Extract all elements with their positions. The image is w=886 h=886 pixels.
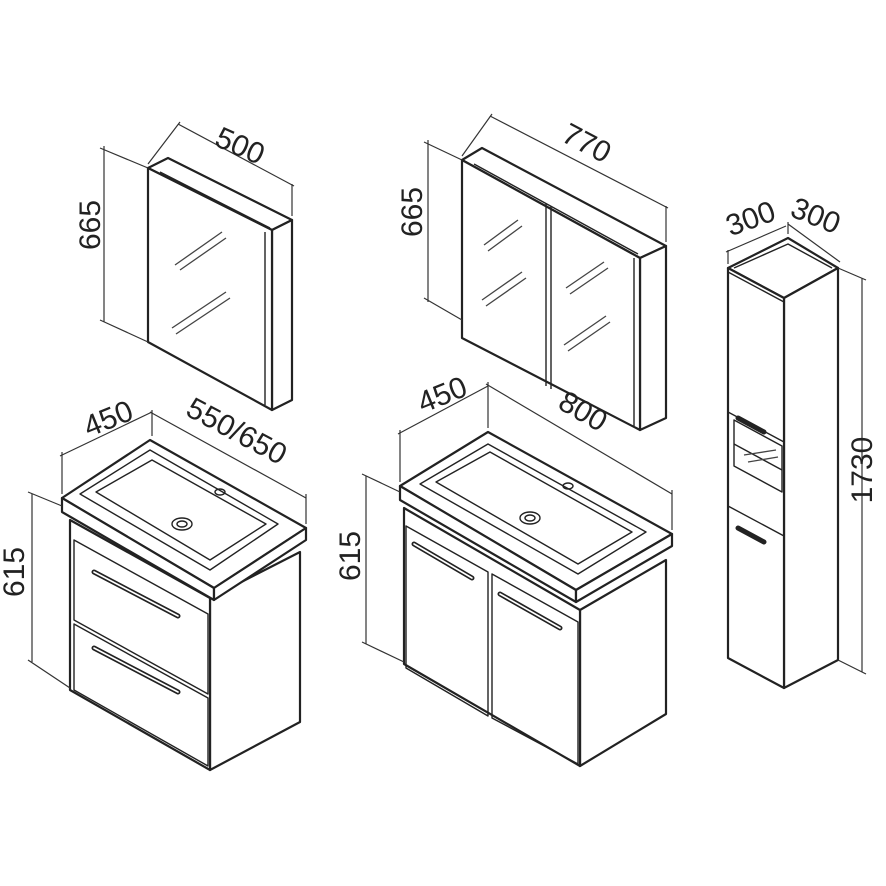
mirror-cabinet-large: 770 665 <box>396 113 669 432</box>
vanity-small: 450 550/650 615 <box>0 392 308 772</box>
tall-cabinet-handle-lower <box>735 525 767 545</box>
tall-cabinet-handle-upper <box>735 415 767 435</box>
mirror-small-width-label: 500 <box>210 121 269 172</box>
tall-cabinet-width-label: 300 <box>786 192 845 241</box>
mirror-reflection-lines <box>171 231 231 335</box>
vanity-small-depth-label: 450 <box>79 395 138 444</box>
mirror-reflection-lines <box>481 219 611 352</box>
mirror-large-width-label: 770 <box>557 117 617 170</box>
tall-cabinet-height-label: 1730 <box>846 437 879 504</box>
tall-cabinet: 300 300 1730 <box>722 192 879 690</box>
mirror-large-height-label: 665 <box>396 187 429 237</box>
mirror-small-height-label: 665 <box>74 200 107 250</box>
vanity-large-height-label: 615 <box>334 531 367 581</box>
mirror-cabinet-small: 500 665 <box>74 121 295 412</box>
vanity-small-height-label: 615 <box>0 547 31 597</box>
vanity-large-depth-label: 450 <box>413 371 472 420</box>
tall-cabinet-depth-label: 300 <box>722 195 780 243</box>
vanity-large: 450 800 615 <box>334 371 674 768</box>
